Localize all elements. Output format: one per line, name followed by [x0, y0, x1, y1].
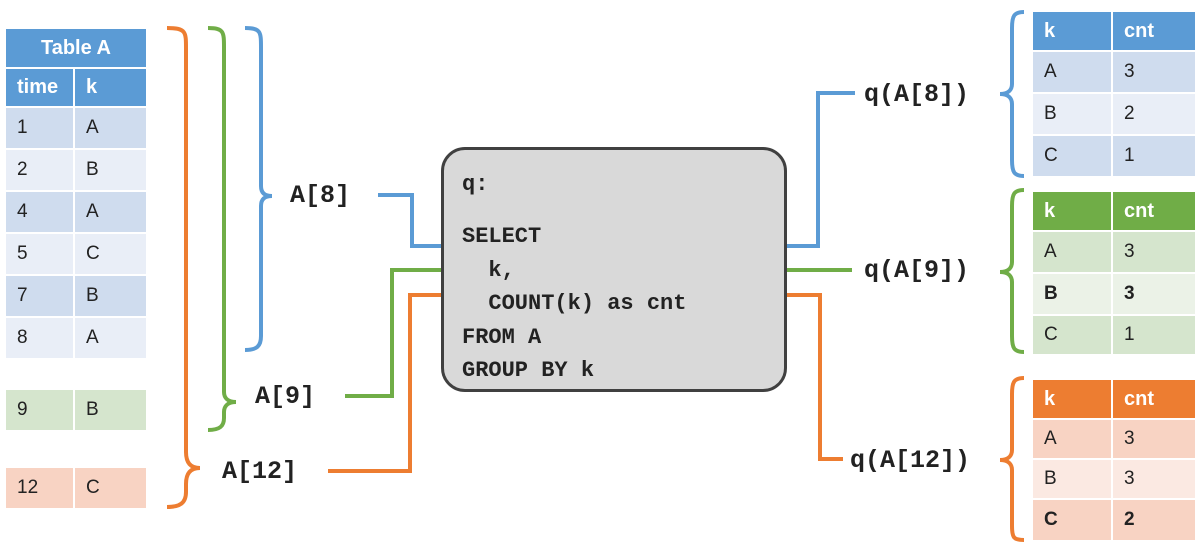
- result-a12-header-k: k: [1033, 380, 1111, 418]
- table-cell-k: B: [1033, 460, 1111, 498]
- brace-a8: [244, 26, 273, 352]
- table-cell-k: C: [1033, 136, 1111, 176]
- table-cell-cnt: 3: [1113, 274, 1195, 314]
- table-cell-k: B: [1033, 274, 1111, 314]
- brace-result-a12: [999, 376, 1025, 542]
- table-a-header-time: time: [6, 69, 73, 106]
- connector-a12-out: [786, 293, 843, 461]
- brace-result-a8: [999, 10, 1025, 178]
- result-a9-header-cnt: cnt: [1113, 192, 1195, 230]
- brace-a12: [166, 26, 201, 509]
- table-a-title: Table A: [6, 29, 146, 67]
- table-cell-time: 5: [6, 234, 73, 274]
- table-cell-k: A: [75, 192, 146, 232]
- table-cell-cnt: 3: [1113, 460, 1195, 498]
- table-cell-k: B: [75, 150, 146, 190]
- result-label-a8: q(A[8]): [864, 80, 970, 109]
- table-cell-cnt: 2: [1113, 500, 1195, 540]
- table-cell-k: A: [1033, 420, 1111, 458]
- query-name: q:: [462, 172, 489, 197]
- table-a-header-k: k: [75, 69, 146, 106]
- window-label-a8: A[8]: [290, 181, 351, 210]
- table-cell-k: C: [75, 468, 146, 508]
- window-label-a9: A[9]: [255, 382, 316, 411]
- table-cell-time: 7: [6, 276, 73, 316]
- table-cell-cnt: 1: [1113, 136, 1195, 176]
- table-cell-k: C: [1033, 316, 1111, 354]
- table-cell-time: 2: [6, 150, 73, 190]
- connector-a9-in: [345, 268, 444, 398]
- table-cell-k: B: [75, 276, 146, 316]
- connector-a8-out: [786, 91, 855, 248]
- query-sql: SELECT k, COUNT(k) as cnt FROM A GROUP B…: [462, 224, 687, 384]
- table-cell-cnt: 1: [1113, 316, 1195, 354]
- result-label-a9: q(A[9]): [864, 256, 970, 285]
- connector-a8-in: [378, 193, 444, 248]
- connector-a12-in: [328, 293, 444, 473]
- query-box: q: SELECT k, COUNT(k) as cnt FROM A GROU…: [441, 147, 787, 392]
- table-cell-time: 9: [6, 390, 73, 430]
- table-cell-cnt: 2: [1113, 94, 1195, 134]
- table-cell-time: 8: [6, 318, 73, 358]
- table-cell-time: 12: [6, 468, 73, 508]
- table-cell-k: A: [1033, 232, 1111, 272]
- result-a8-header-k: k: [1033, 12, 1111, 50]
- result-label-a12: q(A[12]): [850, 446, 971, 475]
- table-cell-k: A: [75, 318, 146, 358]
- brace-result-a9: [999, 188, 1025, 354]
- window-label-a12: A[12]: [222, 457, 298, 486]
- table-cell-cnt: 3: [1113, 420, 1195, 458]
- table-cell-k: B: [75, 390, 146, 430]
- result-a8-header-cnt: cnt: [1113, 12, 1195, 50]
- table-cell-k: A: [75, 108, 146, 148]
- table-cell-cnt: 3: [1113, 232, 1195, 272]
- table-cell-cnt: 3: [1113, 52, 1195, 92]
- table-cell-k: C: [75, 234, 146, 274]
- table-cell-k: C: [1033, 500, 1111, 540]
- result-a12-header-cnt: cnt: [1113, 380, 1195, 418]
- table-cell-k: B: [1033, 94, 1111, 134]
- table-cell-time: 4: [6, 192, 73, 232]
- brace-a9: [207, 26, 237, 432]
- result-a9-header-k: k: [1033, 192, 1111, 230]
- table-cell-time: 1: [6, 108, 73, 148]
- table-cell-k: A: [1033, 52, 1111, 92]
